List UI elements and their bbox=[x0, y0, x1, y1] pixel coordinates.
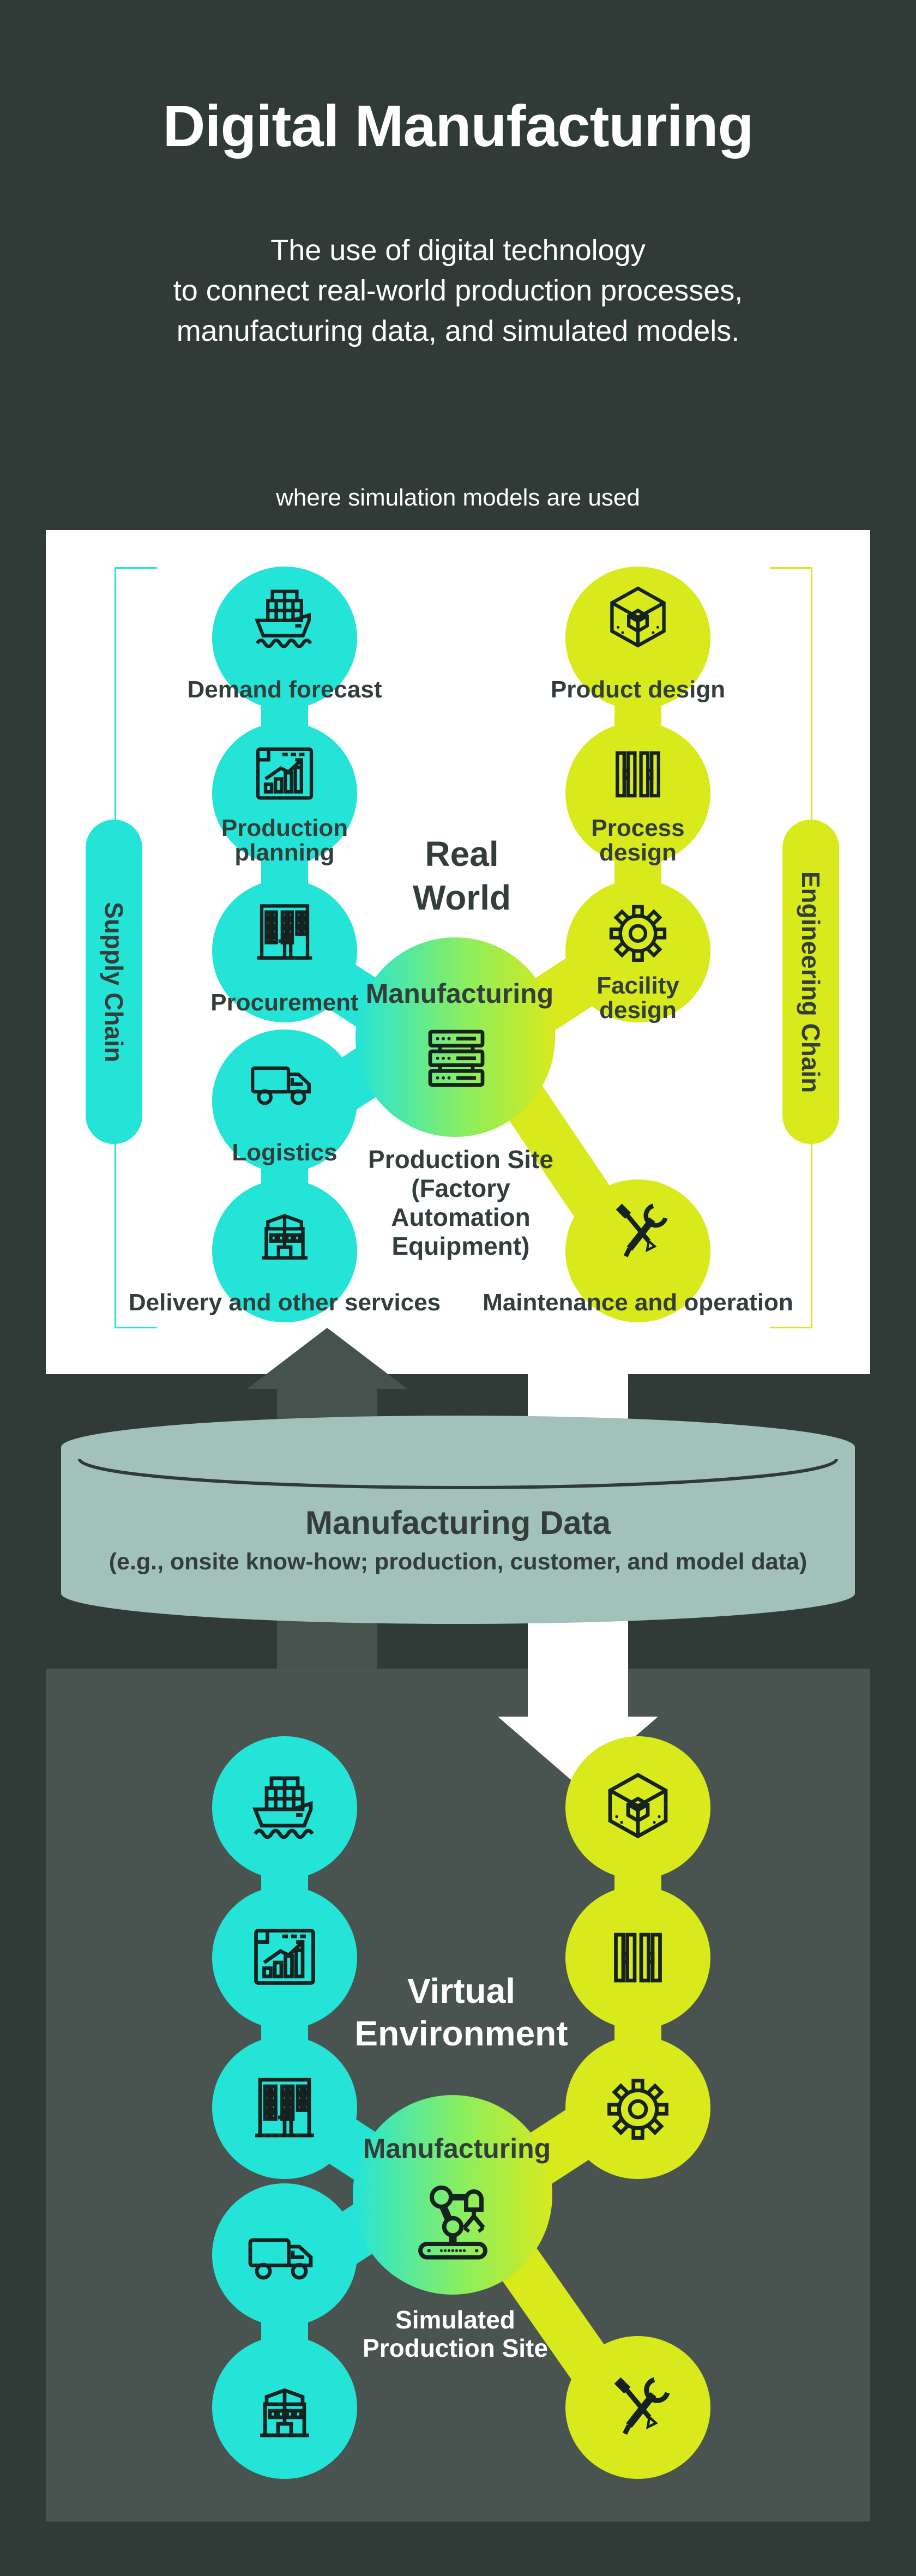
engineering-chain-pill: Engineering Chain bbox=[782, 820, 839, 1144]
node-delivery-virtual bbox=[212, 2336, 357, 2479]
supply-chain-bracket-top bbox=[114, 567, 157, 569]
truck-icon bbox=[246, 1044, 323, 1120]
tools-icon bbox=[600, 1194, 676, 1270]
node-maintenance-virtual bbox=[565, 2336, 710, 2479]
label-line: Facility bbox=[596, 972, 679, 999]
process-lines-icon bbox=[597, 1917, 679, 1999]
simulation-caption: where simulation models are used bbox=[276, 484, 640, 511]
engineering-chain-bracket-top bbox=[770, 567, 812, 569]
caption-line: Production Site bbox=[368, 1145, 553, 1173]
node-process-design-virtual bbox=[565, 1886, 710, 2029]
label-line: planning bbox=[234, 839, 335, 866]
label-facility-design: Facility design bbox=[529, 973, 747, 1022]
title-line: Real bbox=[425, 834, 499, 874]
manufacturing-data-title: Manufacturing Data bbox=[305, 1504, 611, 1541]
node-demand-forecast-virtual bbox=[212, 1736, 357, 1879]
planning-chart-icon bbox=[246, 736, 323, 812]
node-maintenance bbox=[565, 1179, 710, 1322]
office-building-icon bbox=[246, 894, 323, 970]
truck-icon bbox=[244, 2214, 326, 2296]
supply-chain-bracket-bottom bbox=[114, 1327, 157, 1328]
node-product-design-virtual bbox=[565, 1736, 710, 1879]
office-building-icon bbox=[244, 2067, 326, 2148]
service-building-icon bbox=[246, 1194, 323, 1270]
node-production-planning bbox=[212, 722, 357, 865]
manufacturing-data-subtitle: (e.g., onsite know-how; production, cust… bbox=[109, 1549, 807, 1575]
tools-icon bbox=[597, 2367, 679, 2448]
title-line: World bbox=[412, 878, 511, 917]
supply-chain-pill: Supply Chain bbox=[86, 820, 142, 1144]
label-line: Process bbox=[591, 815, 685, 841]
node-procurement bbox=[212, 880, 357, 1022]
node-delivery bbox=[212, 1179, 357, 1322]
caption-line: Simulated bbox=[395, 2306, 515, 2334]
node-product-design bbox=[565, 567, 710, 709]
label-line: design bbox=[599, 839, 677, 866]
label-delivery: Delivery and other services bbox=[128, 1289, 441, 1316]
subtitle-line: manufacturing data, and simulated models… bbox=[176, 315, 740, 347]
cube-icon bbox=[597, 1767, 679, 1849]
supply-chain-label: Supply Chain bbox=[100, 901, 128, 1062]
process-lines-icon bbox=[600, 736, 676, 812]
node-logistics bbox=[212, 1030, 357, 1172]
label-maintenance: Maintenance and operation bbox=[483, 1289, 793, 1316]
production-site-caption: Production Site (Factory Automation Equi… bbox=[352, 1145, 570, 1261]
label-logistics: Logistics bbox=[232, 1139, 338, 1166]
server-rack-icon bbox=[415, 1017, 497, 1099]
node-procurement-virtual bbox=[212, 2036, 357, 2179]
label-process-design: Process design bbox=[529, 816, 747, 865]
subtitle-line: to connect real-world production process… bbox=[173, 274, 743, 307]
node-production-planning-virtual bbox=[212, 1886, 357, 2029]
title-line: Virtual bbox=[407, 1971, 515, 2011]
caption-line: Production Site bbox=[363, 2334, 548, 2362]
caption-line: Automation bbox=[391, 1203, 531, 1231]
node-process-design bbox=[565, 722, 710, 865]
node-logistics-virtual bbox=[212, 2183, 357, 2326]
label-line: Production bbox=[221, 815, 348, 841]
manufacturing-label: Manufacturing bbox=[363, 2133, 551, 2164]
node-demand-forecast bbox=[212, 567, 357, 709]
subtitle-line: The use of digital technology bbox=[270, 234, 646, 267]
gear-icon bbox=[600, 894, 676, 970]
planning-chart-icon bbox=[244, 1917, 326, 1999]
engineering-chain-label: Engineering Chain bbox=[797, 871, 825, 1093]
node-facility-design-virtual bbox=[565, 2036, 710, 2179]
real-world-title: Real World bbox=[366, 832, 557, 919]
label-procurement: Procurement bbox=[210, 989, 359, 1016]
robot-arm-icon bbox=[405, 2171, 501, 2267]
simulated-production-site-caption: Simulated Production Site bbox=[346, 2306, 564, 2362]
node-facility-design bbox=[565, 880, 710, 1022]
virtual-environment-title: Virtual Environment bbox=[325, 1970, 598, 2055]
caption-line: Equipment) bbox=[391, 1232, 530, 1260]
caption-line: (Factory bbox=[411, 1174, 510, 1202]
page-title: Digital Manufacturing bbox=[162, 93, 754, 159]
manufacturing-hub-circle bbox=[355, 937, 555, 1137]
manufacturing-label: Manufacturing bbox=[365, 978, 554, 1009]
service-building-icon bbox=[244, 2367, 326, 2448]
gear-icon bbox=[597, 2067, 679, 2148]
label-demand-forecast: Demand forecast bbox=[187, 676, 382, 703]
label-production-planning: Production planning bbox=[176, 816, 394, 865]
simulated-manufacturing-hub-circle bbox=[353, 2095, 552, 2295]
cargo-ship-icon bbox=[246, 581, 323, 657]
engineering-chain-bracket-bottom bbox=[770, 1327, 812, 1328]
label-line: design bbox=[599, 997, 677, 1024]
cube-icon bbox=[600, 581, 676, 657]
label-product-design: Product design bbox=[550, 676, 726, 703]
title-line: Environment bbox=[354, 2014, 568, 2053]
page-subtitle: The use of digital technology to connect… bbox=[0, 230, 916, 351]
database-cylinder-icon bbox=[61, 1416, 855, 1624]
cargo-ship-icon bbox=[244, 1767, 326, 1849]
